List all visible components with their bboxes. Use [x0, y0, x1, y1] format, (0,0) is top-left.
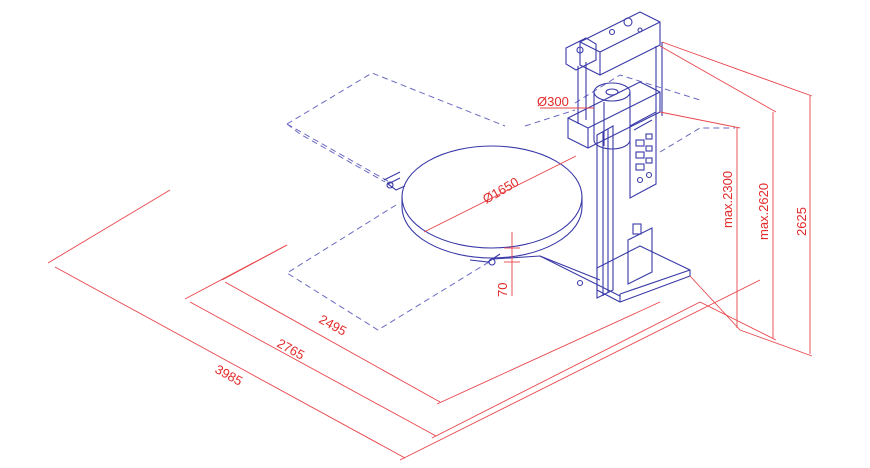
machine-base: [576, 223, 691, 303]
pallet-area-outline: [286, 72, 735, 331]
dim-mid-length: 2765: [275, 336, 308, 363]
dim-turntable-diameter: Ø1650: [480, 174, 521, 207]
dim-reel-diameter: Ø300: [537, 94, 569, 109]
dim-turntable-height: 70: [495, 283, 510, 297]
dim-total-height: 2625: [794, 207, 809, 236]
dimension-labels: 3985 2765 2495 Ø1650 Ø300 70 max.2300 ma…: [213, 94, 809, 389]
film-reel-top: [593, 82, 631, 102]
control-panel: [629, 111, 657, 199]
dim-overall-length: 3985: [213, 362, 246, 389]
mast-column: [565, 11, 663, 299]
dimension-lines: [47, 41, 813, 461]
dim-max-height-2: max.2620: [756, 183, 771, 240]
dim-short-length: 2495: [317, 312, 350, 339]
turntable: [383, 145, 621, 297]
dim-max-height-1: max.2300: [720, 171, 735, 228]
